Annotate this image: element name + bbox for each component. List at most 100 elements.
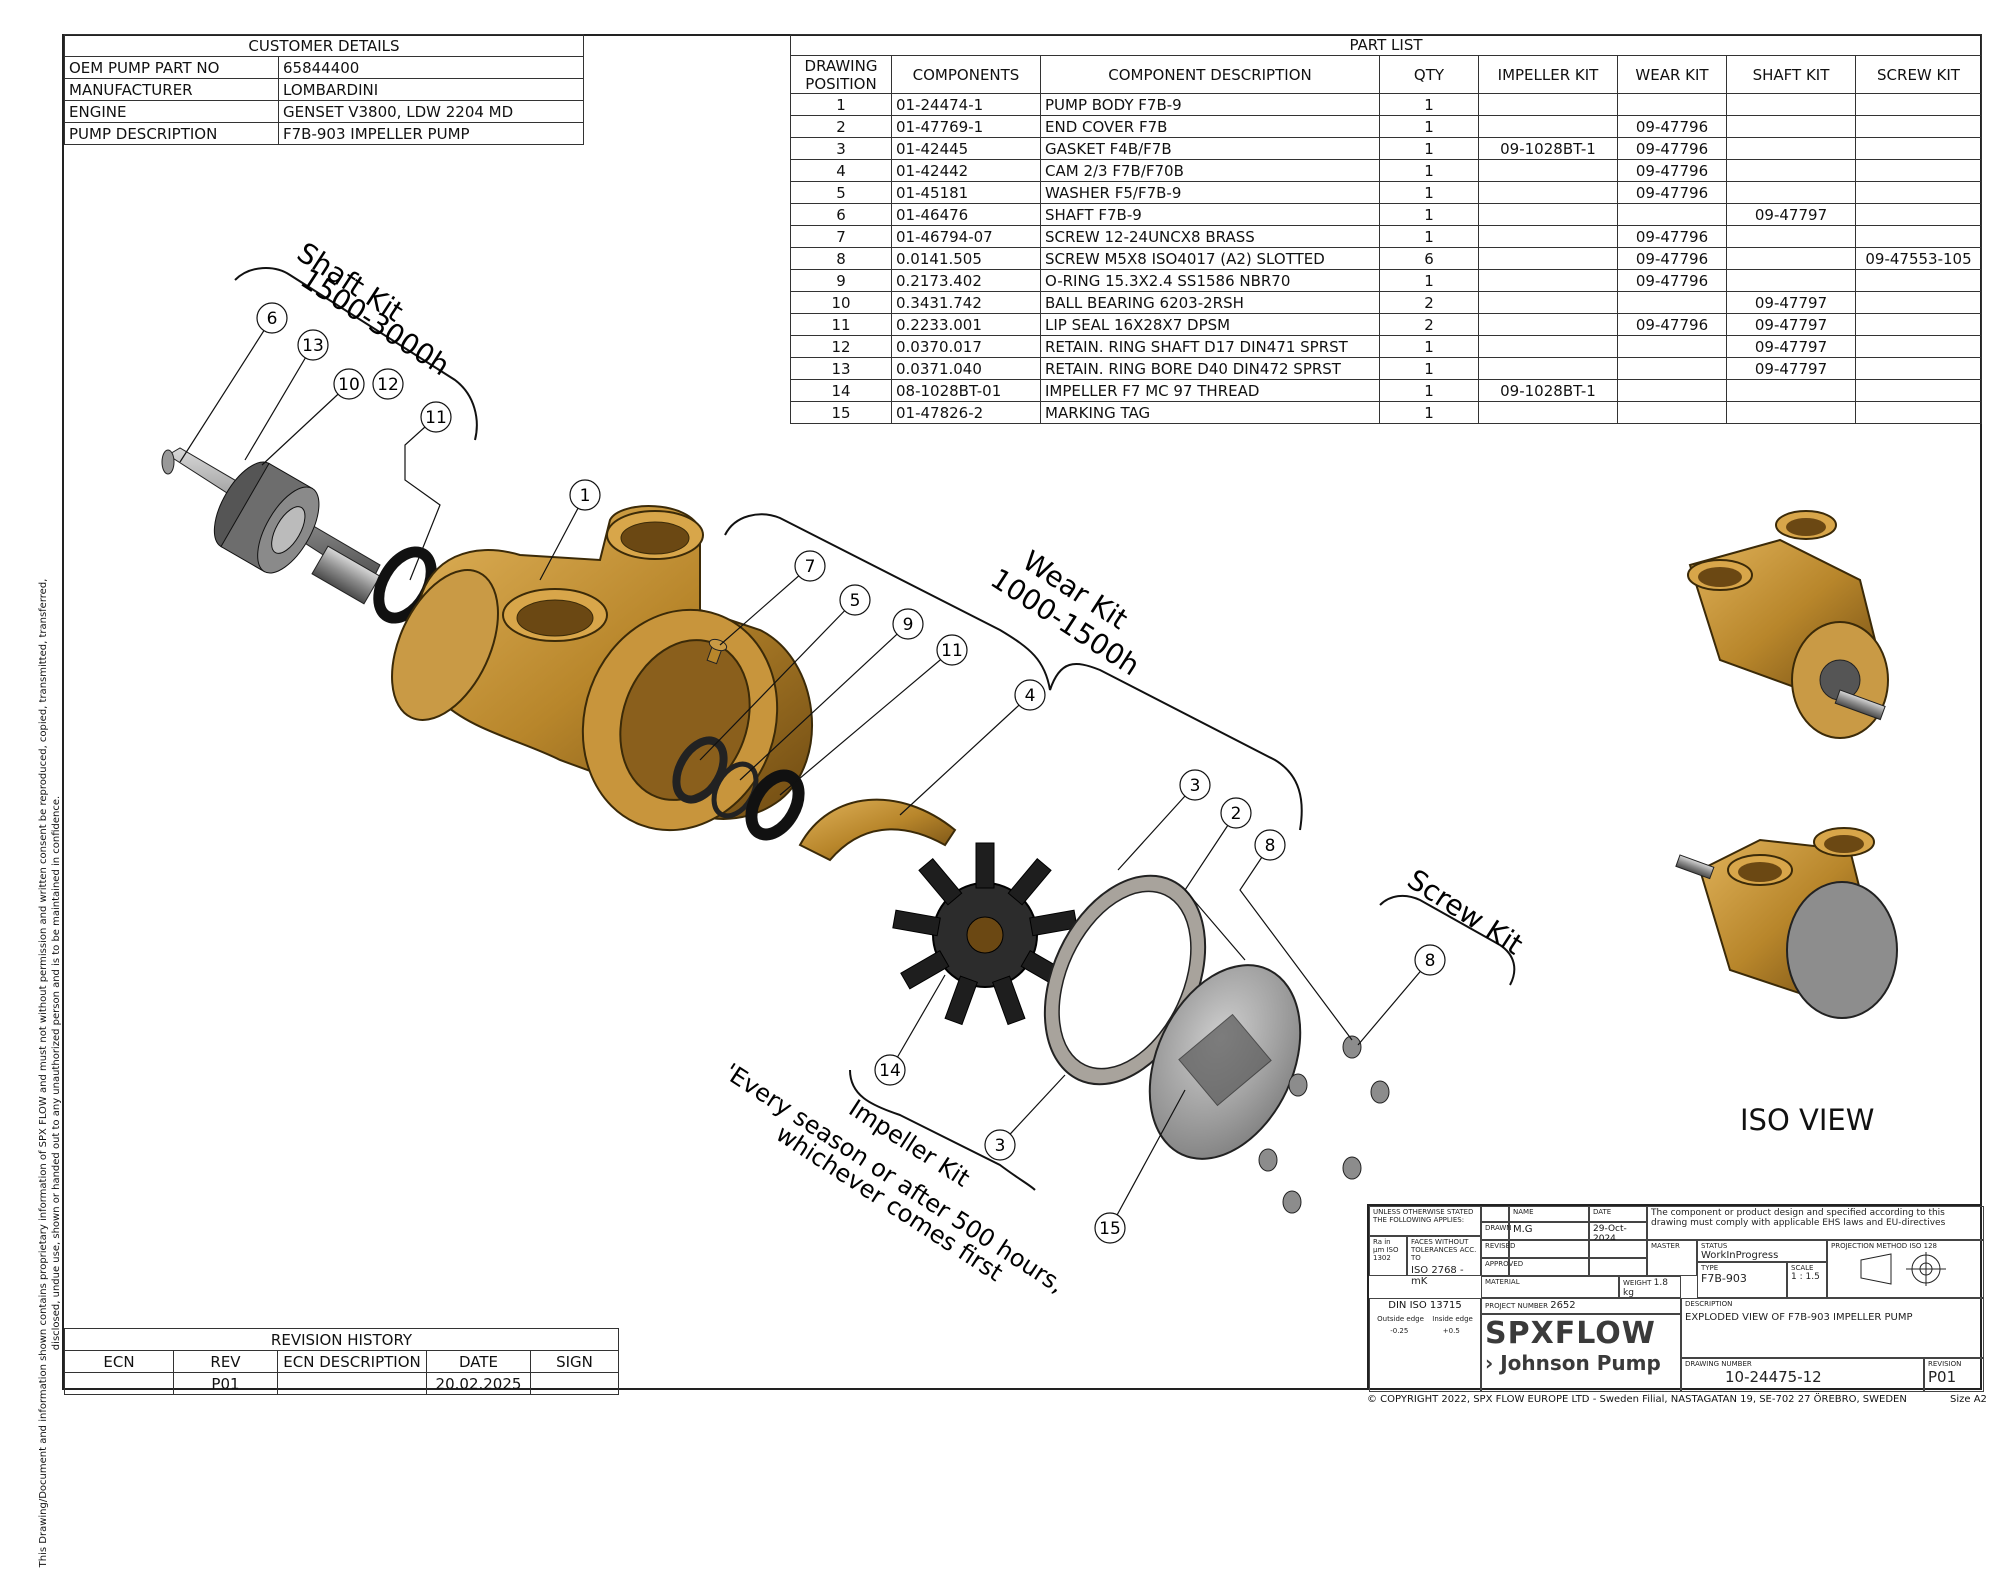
col-header: COMPONENTS: [891, 55, 1041, 94]
part-cell-shaft: 09-47797: [1726, 203, 1856, 226]
part-cell-desc: SCREW 12-24UNCX8 BRASS: [1040, 225, 1380, 248]
col-header: SCREW KIT: [1855, 55, 1982, 94]
callout-number: 4: [1025, 686, 1036, 706]
callout-number: 8: [1265, 836, 1276, 856]
callout-number: 7: [805, 557, 816, 577]
drawn-label: DRAWN: [1481, 1222, 1512, 1240]
rev-ecn: [64, 1372, 174, 1395]
part-cell-desc: RETAIN. RING SHAFT D17 DIN471 SPRST: [1040, 335, 1380, 358]
approved-label: APPROVED: [1481, 1258, 1523, 1276]
part-cell-desc: LIP SEAL 16X28X7 DPSM: [1040, 313, 1380, 336]
callout-circle: [297, 329, 329, 361]
spxflow-logo: SPXFLOW: [1485, 1316, 1656, 1351]
col-header: SHAFT KIT: [1726, 55, 1856, 94]
part-cell-comp: 0.2173.402: [891, 269, 1041, 292]
project-label: PROJECT NUMBER: [1485, 1302, 1548, 1310]
cust-label: PUMP DESCRIPTION: [64, 122, 279, 145]
cust-value: F7B-903 IMPELLER PUMP: [278, 122, 584, 145]
part-cell-pos: 11: [790, 313, 892, 336]
edge-block: DIN ISO 13715 Outside edge Inside edge -…: [1369, 1298, 1481, 1392]
date-label: DATE: [1589, 1206, 1647, 1222]
material-label: MATERIAL: [1481, 1276, 1619, 1298]
project-cell: PROJECT NUMBER 2652: [1481, 1298, 1681, 1314]
kit-brackets: [234, 267, 1516, 1191]
project-value: 2652: [1550, 1300, 1576, 1311]
callout-number: 1: [580, 486, 591, 506]
leader-lines: [179, 317, 1431, 1229]
logo-cell: SPXFLOW › Johnson Pump: [1481, 1314, 1681, 1392]
status-cell: STATUS WorkInProgress: [1697, 1240, 1827, 1262]
unless-stated: UNLESS OTHERWISE STATED THE FOLLOWING AP…: [1369, 1206, 1481, 1236]
callout-circle: [794, 550, 826, 582]
rev-header: DATE: [426, 1350, 531, 1373]
part-cell-imp: 09-1028BT-1: [1478, 379, 1618, 402]
rev-header: ECN DESCRIPTION: [277, 1350, 427, 1373]
part-cell-wear: 09-47796: [1617, 159, 1727, 182]
title-block: UNLESS OTHERWISE STATED THE FOLLOWING AP…: [1367, 1204, 1984, 1392]
callout-number: 10: [338, 375, 360, 395]
callout-number: 13: [302, 336, 324, 356]
part-cell-desc: MARKING TAG: [1040, 401, 1380, 424]
drawn-name: M.G: [1509, 1222, 1589, 1240]
part-cell-wear: 09-47796: [1617, 137, 1727, 160]
callout-number: 12: [377, 375, 399, 395]
iso-view-label: ISO VIEW: [1740, 1103, 1875, 1137]
iso2768-value: ISO 2768 - mK: [1411, 1265, 1464, 1287]
callout-circle: [874, 1054, 906, 1086]
end-cover-2: [1148, 964, 1302, 1160]
scale-value: 1 : 1.5: [1791, 1272, 1820, 1282]
scale-cell: SCALE 1 : 1.5: [1787, 1262, 1827, 1298]
johnson-pump-logo: › Johnson Pump: [1485, 1351, 1661, 1375]
callout-circle: [936, 634, 968, 666]
rev-rev: P01: [173, 1372, 278, 1395]
part-list-table: PART LIST DRAWING POSITION COMPONENTS CO…: [790, 34, 1982, 424]
callout-circle: [1414, 944, 1446, 976]
callout-circle: [1254, 829, 1286, 861]
callout-number: 3: [1190, 776, 1201, 796]
status-value: WorkInProgress: [1701, 1250, 1779, 1261]
outside-edge-value: -0.25: [1390, 1327, 1409, 1335]
callout-circle: [333, 368, 365, 400]
callout-circle: [420, 401, 452, 433]
col-header: COMPONENT DESCRIPTION: [1040, 55, 1380, 94]
name-label: NAME: [1509, 1206, 1589, 1222]
faces-label: FACES WITHOUT TOLERANCES ACC. TO ISO 276…: [1407, 1236, 1481, 1287]
part-cell-comp: 0.0141.505: [891, 247, 1041, 270]
part-cell-desc: RETAIN. RING BORE D40 DIN472 SPRST: [1040, 357, 1380, 380]
part-cell-shaft: 09-47797: [1726, 291, 1856, 314]
weight-value: 1.8 kg: [1623, 1278, 1668, 1298]
part-cell-pos: 15: [790, 401, 892, 424]
part-cell-screw: 09-47553-105: [1855, 247, 1982, 270]
part-cell-comp: 08-1028BT-01: [891, 379, 1041, 402]
rev-sign: [530, 1372, 619, 1395]
type-label: TYPE: [1701, 1264, 1719, 1272]
blank-cell: [1481, 1206, 1509, 1222]
part-cell-comp: 01-42445: [891, 137, 1041, 160]
part-cell-desc: SCREW M5X8 ISO4017 (A2) SLOTTED: [1040, 247, 1380, 270]
part-cell-comp: 01-47826-2: [891, 401, 1041, 424]
part-cell-wear: 09-47796: [1617, 181, 1727, 204]
callout-circle: [1179, 769, 1211, 801]
revised-name: [1509, 1240, 1589, 1258]
revised-date: [1589, 1240, 1647, 1258]
callout-circle: [839, 584, 871, 616]
master-label: MASTER: [1647, 1240, 1697, 1276]
approved-name: [1509, 1258, 1589, 1276]
callout-number: 11: [425, 408, 447, 428]
projection-cell: PROJECTION METHOD ISO 128: [1827, 1240, 1984, 1298]
cust-label: OEM PUMP PART NO: [64, 56, 279, 79]
description-value: EXPLODED VIEW OF F7B-903 IMPELLER PUMP: [1685, 1312, 1913, 1323]
part-cell-wear: 09-47796: [1617, 269, 1727, 292]
callout-number: 5: [850, 591, 861, 611]
inside-edge-value: +0.5: [1442, 1327, 1460, 1335]
rev-header: ECN: [64, 1350, 174, 1373]
callout-number: 14: [879, 1061, 901, 1081]
drawing-number-label: DRAWING NUMBER: [1685, 1360, 1752, 1368]
approved-date: [1589, 1258, 1647, 1276]
type-cell: TYPE F7B-903: [1697, 1262, 1787, 1298]
